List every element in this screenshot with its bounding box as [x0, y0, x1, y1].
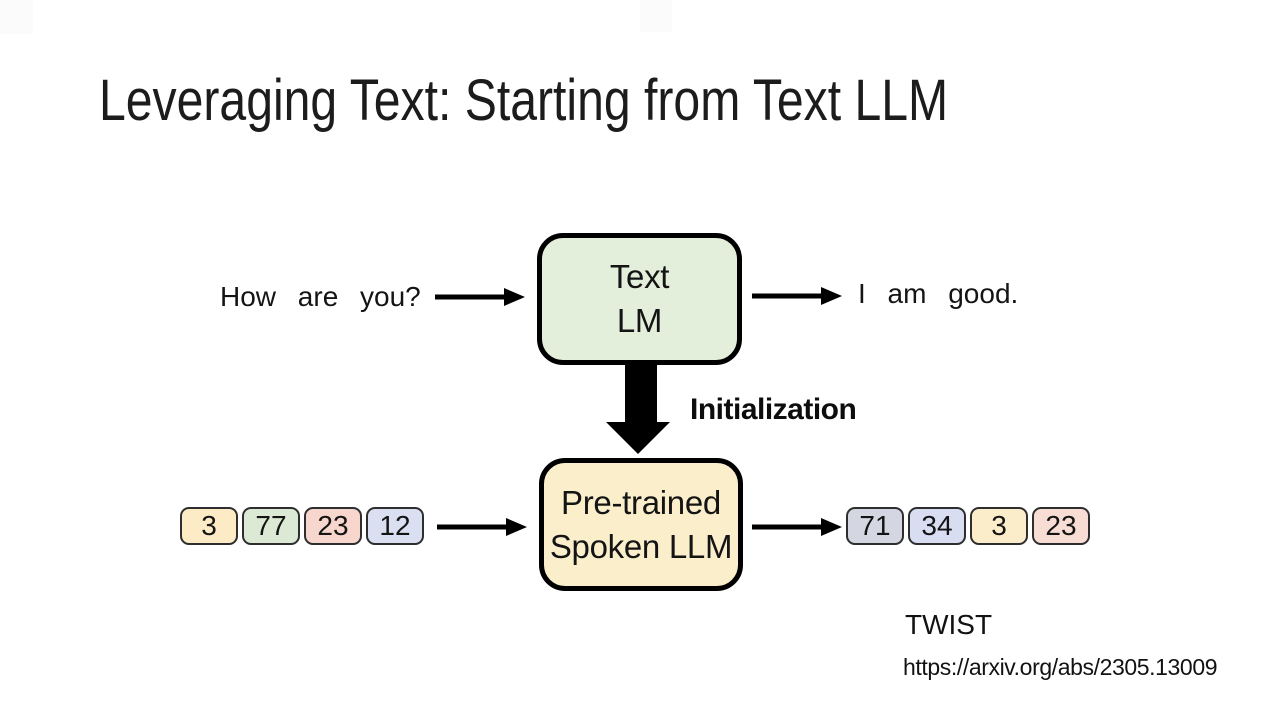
input-sentence-label: How are you?	[220, 281, 421, 312]
input-token: 3	[180, 507, 238, 545]
initialization-label: Initialization	[690, 393, 857, 426]
citation-name: TWIST	[905, 609, 993, 640]
input-token: 12	[366, 507, 424, 545]
spoken-llm-box: Pre-trained Spoken LLM	[539, 458, 743, 591]
player-overlay-artifact-left	[0, 0, 33, 34]
spoken-llm-label-line2: Spoken LLM	[549, 527, 733, 565]
text-lm-box: Text LM	[537, 233, 742, 365]
arrow-right-icon	[435, 288, 525, 306]
output-sentence-label: I am good.	[858, 278, 1019, 309]
arrow-right-icon	[752, 518, 842, 536]
spoken-llm-label-line1: Pre-trained	[561, 483, 721, 521]
input-token: 77	[242, 507, 300, 545]
output-token-row: 71 34 3 23	[846, 507, 1090, 545]
output-token: 34	[908, 507, 966, 545]
text-lm-label-line2: LM	[616, 302, 663, 339]
slide-title: Leveraging Text: Starting from Text LLM	[99, 68, 949, 133]
text-lm-label-line1: Text	[609, 258, 670, 295]
input-token: 23	[304, 507, 362, 545]
block-arrow-down-icon	[606, 365, 670, 454]
player-overlay-artifact-center	[640, 0, 672, 32]
output-token: 71	[846, 507, 904, 545]
arrow-right-icon	[437, 518, 527, 536]
output-token: 23	[1032, 507, 1090, 545]
arrow-right-icon	[752, 287, 842, 305]
citation-url: https://arxiv.org/abs/2305.13009	[903, 654, 1218, 680]
input-token-row: 3 77 23 12	[180, 507, 424, 545]
output-token: 3	[970, 507, 1028, 545]
